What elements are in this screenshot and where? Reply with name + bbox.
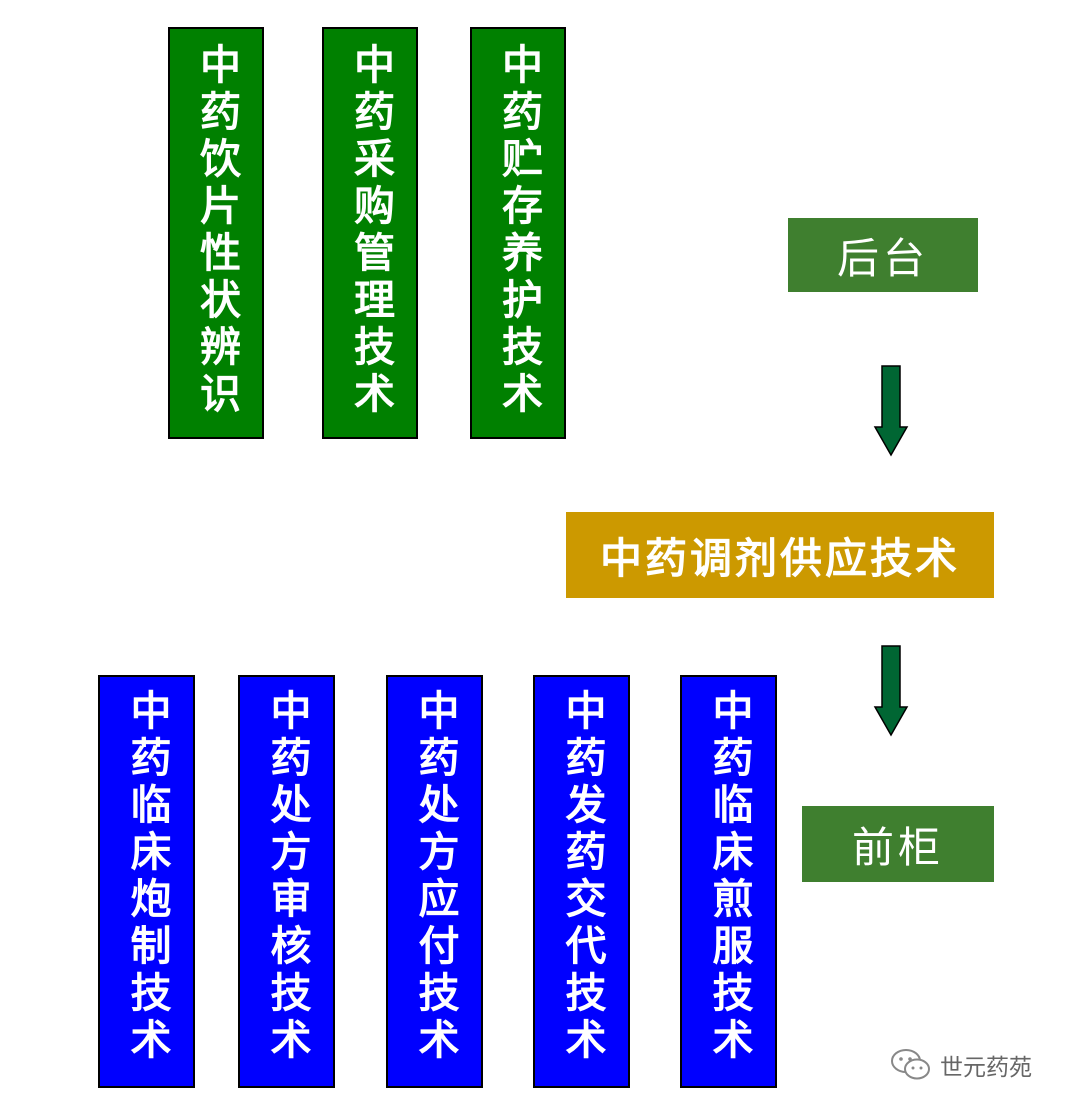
front-item-3: 中药处方应付技术 — [386, 675, 483, 1088]
front-item-2: 中药处方审核技术 — [238, 675, 335, 1088]
back-label: 后台 — [788, 218, 978, 292]
front-item-4-label: 中药发药交代技术 — [558, 689, 606, 1065]
front-item-3-label: 中药处方应付技术 — [411, 689, 459, 1065]
front-item-2-label: 中药处方审核技术 — [263, 689, 311, 1065]
down-arrow-icon — [873, 645, 909, 737]
front-item-4: 中药发药交代技术 — [533, 675, 630, 1088]
front-label: 前柜 — [802, 806, 994, 882]
back-item-3-label: 中药贮存养护技术 — [494, 43, 543, 419]
back-item-3: 中药贮存养护技术 — [470, 27, 566, 439]
back-item-2-label: 中药采购管理技术 — [346, 43, 395, 419]
watermark-text: 世元药苑 — [940, 1055, 1032, 1081]
front-item-5-label: 中药临床煎服技术 — [705, 689, 753, 1065]
back-item-1: 中药饮片性状辨识 — [168, 27, 264, 439]
front-item-1-label: 中药临床炮制技术 — [123, 689, 171, 1065]
back-item-2: 中药采购管理技术 — [322, 27, 418, 439]
wechat-icon — [891, 1049, 930, 1080]
back-item-1-label: 中药饮片性状辨识 — [192, 43, 241, 419]
front-item-5: 中药临床煎服技术 — [680, 675, 777, 1088]
watermark: 世元药苑 — [890, 1048, 1032, 1082]
center-box: 中药调剂供应技术 — [566, 512, 994, 598]
front-item-1: 中药临床炮制技术 — [98, 675, 195, 1088]
down-arrow-icon — [873, 365, 909, 457]
